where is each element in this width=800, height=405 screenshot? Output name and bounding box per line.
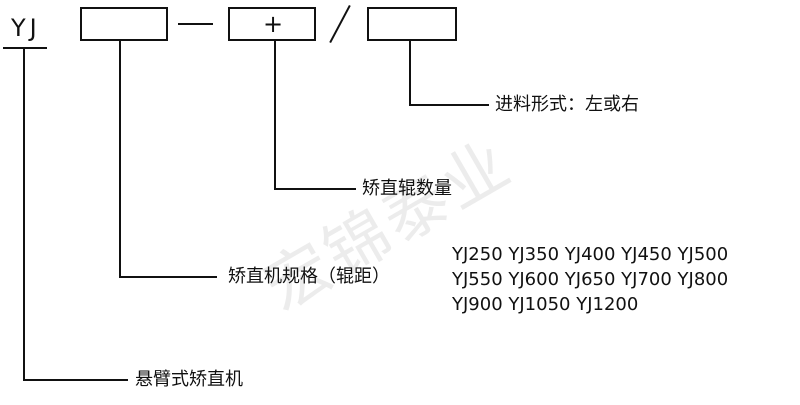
feed-box xyxy=(367,7,457,41)
model-line: YJ550 YJ600 YJ650 YJ700 YJ800 xyxy=(452,269,729,290)
label-spec: 矫直机规格（辊距） xyxy=(228,266,390,287)
model-line: YJ250 YJ350 YJ400 YJ450 YJ500 xyxy=(452,244,729,265)
label-roll-count: 矫直辊数量 xyxy=(362,178,452,199)
label-feed: 进料形式：左或右 xyxy=(495,94,639,115)
spec-box xyxy=(80,7,168,41)
connector-spec-h xyxy=(119,276,217,278)
connector-feed-h xyxy=(409,104,489,106)
slash-separator xyxy=(329,4,351,44)
plus-sign: + xyxy=(263,10,284,38)
label-type: 悬臂式矫直机 xyxy=(135,369,243,390)
connector-roll-h xyxy=(274,188,356,190)
connector-type-h xyxy=(23,379,128,381)
roll-count-box xyxy=(228,7,316,41)
prefix-yj: YJ xyxy=(11,14,41,42)
connector-feed xyxy=(409,40,411,106)
connector-type xyxy=(23,48,25,381)
prefix-underline xyxy=(3,47,47,49)
dash-separator xyxy=(178,23,213,25)
connector-roll xyxy=(274,40,276,190)
connector-spec xyxy=(119,40,121,278)
model-line: YJ900 YJ1050 YJ1200 xyxy=(452,294,639,315)
